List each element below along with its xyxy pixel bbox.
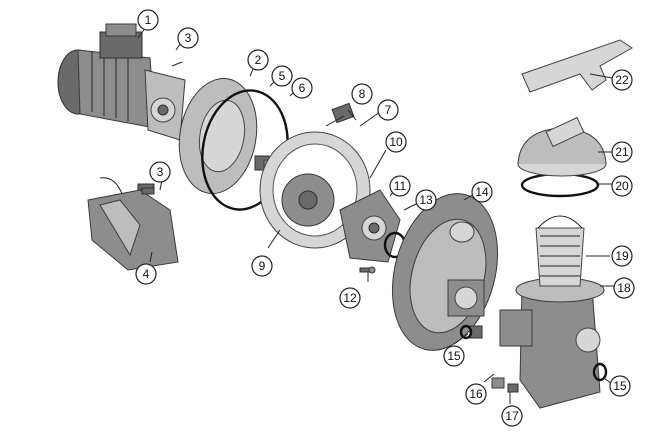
callout-4: 4 (135, 263, 157, 285)
svg-text:5: 5 (279, 69, 286, 83)
drain-plug-small (491, 377, 519, 393)
svg-text:11: 11 (394, 179, 407, 193)
motor (57, 23, 186, 141)
callout-20: 20 (611, 175, 633, 197)
strainer-body (499, 277, 608, 409)
svg-text:18: 18 (617, 281, 631, 295)
svg-text:17: 17 (505, 409, 519, 423)
svg-text:6: 6 (299, 81, 306, 95)
pump-housing (391, 193, 499, 351)
svg-text:3: 3 (185, 31, 192, 45)
svg-text:15: 15 (447, 349, 461, 363)
callout-7: 7 (377, 99, 399, 121)
callout-5: 5 (271, 65, 293, 87)
screw-left (141, 187, 155, 195)
svg-text:13: 13 (419, 193, 433, 207)
callout-19: 19 (611, 245, 633, 267)
callout-6: 6 (291, 77, 313, 99)
svg-text:14: 14 (475, 185, 489, 199)
svg-text:9: 9 (259, 259, 266, 273)
svg-text:15: 15 (613, 379, 627, 393)
svg-text:20: 20 (615, 179, 629, 193)
callout-3-left: 3 (149, 161, 171, 183)
svg-text:10: 10 (389, 135, 403, 149)
callout-15-right: 15 (609, 375, 631, 397)
callout-2: 2 (247, 49, 269, 71)
callout-12: 12 (339, 287, 361, 309)
svg-text:7: 7 (385, 103, 392, 117)
motor-support (87, 177, 179, 271)
svg-text:2: 2 (255, 53, 262, 67)
callout-1: 1 (137, 9, 159, 31)
callout-16: 16 (465, 383, 487, 405)
callout-21: 21 (611, 141, 633, 163)
svg-text:1: 1 (145, 13, 152, 27)
svg-text:12: 12 (343, 291, 357, 305)
callout-10: 10 (385, 131, 407, 153)
callout-17: 17 (501, 405, 523, 427)
callout-22: 22 (611, 69, 633, 91)
svg-text:21: 21 (615, 145, 629, 159)
strainer-lid (517, 116, 607, 177)
callout-13: 13 (415, 189, 437, 211)
screw (359, 266, 376, 274)
callout-3-top: 3 (177, 27, 199, 49)
svg-text:16: 16 (469, 387, 483, 401)
svg-text:3: 3 (157, 165, 164, 179)
svg-text:19: 19 (615, 249, 629, 263)
callout-14: 14 (471, 181, 493, 203)
callout-8: 8 (351, 83, 373, 105)
strainer-basket (535, 215, 585, 287)
svg-text:8: 8 (359, 87, 366, 101)
drain-plug-left (459, 324, 483, 340)
impeller (281, 173, 335, 227)
svg-text:22: 22 (615, 73, 629, 87)
callout-18: 18 (613, 277, 635, 299)
callout-11: 11 (389, 175, 411, 197)
lid-o-ring (520, 172, 600, 198)
callout-9: 9 (251, 255, 273, 277)
callout-15-left: 15 (443, 345, 465, 367)
lid-key (521, 39, 633, 93)
leader-lines (137, 23, 614, 404)
svg-text:4: 4 (143, 267, 150, 281)
screw-top (171, 61, 183, 67)
cable-gland (325, 102, 355, 127)
